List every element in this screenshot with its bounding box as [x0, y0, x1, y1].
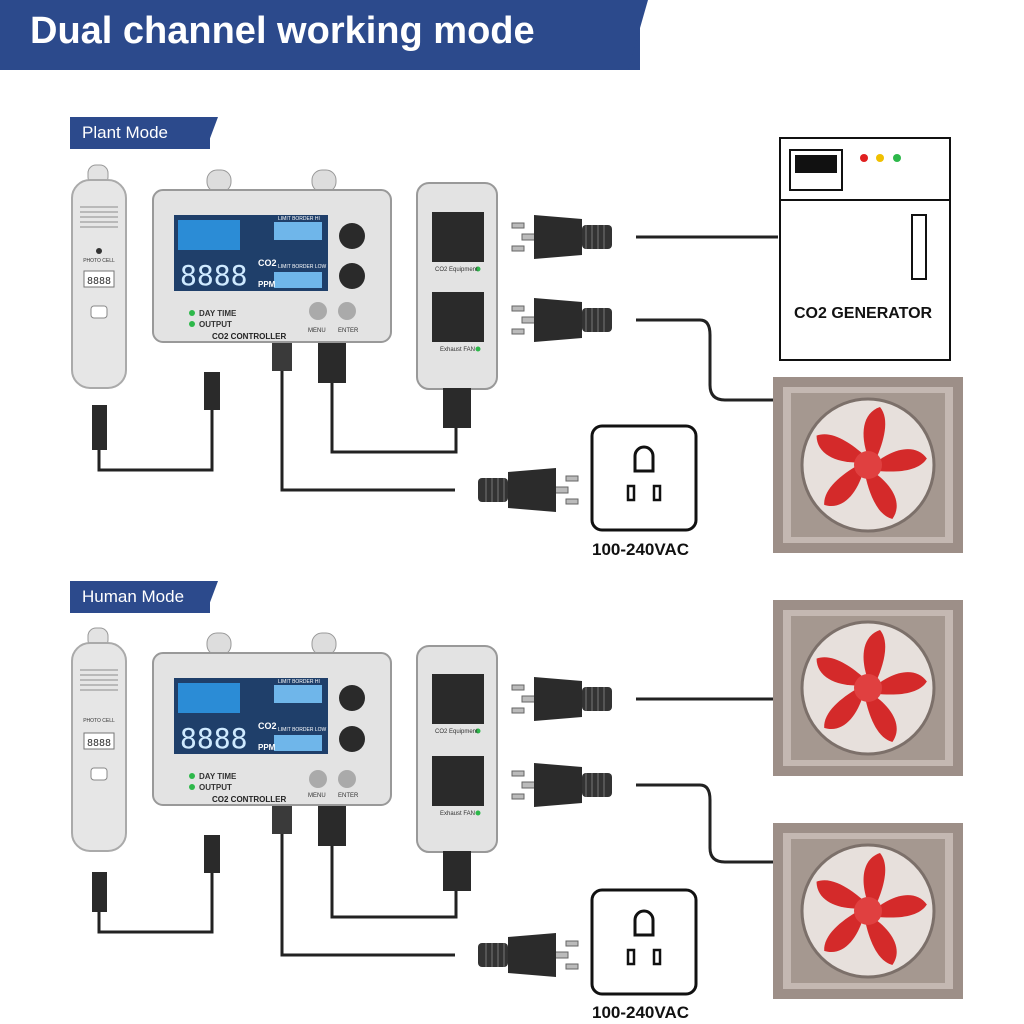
mode-tag-plant: Plant Mode — [70, 117, 210, 149]
day-time-label: DAY TIME — [199, 772, 237, 781]
day-time-label: DAY TIME — [199, 309, 237, 318]
outlet-bottom-label: Exhaust FAN — [440, 347, 475, 353]
enter-label: ENTER — [338, 328, 359, 334]
co2-sensor — [71, 627, 127, 852]
outlet-top-label: CO2 Equipment — [435, 267, 478, 273]
output-label: OUTPUT — [199, 783, 232, 792]
outlet-top-label: CO2 Equipment — [435, 729, 478, 735]
output-label: OUTPUT — [199, 320, 232, 329]
enter-label: ENTER — [338, 793, 359, 799]
controller-brand: CO2 CONTROLLER — [212, 795, 286, 804]
wall-outlet-label: 100-240VAC — [592, 540, 689, 559]
outlet-box — [416, 645, 498, 891]
sensor-label: PHOTO CELL — [83, 258, 115, 264]
unit-co2: CO2 — [258, 258, 277, 268]
tag-edge — [198, 581, 218, 613]
banner-edge — [600, 0, 648, 70]
co2-sensor — [71, 164, 127, 389]
limit-low-label: LIMIT BORDER LOW — [278, 727, 327, 733]
controller-display: 8888 — [180, 722, 247, 755]
sensor-display: 8888 — [87, 738, 111, 749]
menu-label: MENU — [308, 793, 326, 799]
unit-ppm: PPM — [258, 280, 276, 289]
mode-tag-human: Human Mode — [70, 581, 210, 613]
menu-label: MENU — [308, 328, 326, 334]
sensor-label: PHOTO CELL — [83, 718, 115, 724]
title-banner — [0, 0, 640, 70]
generator-label: CO2 GENERATOR — [794, 305, 933, 322]
limit-hi-label: LIMIT BORDER HI — [278, 216, 320, 222]
sensor-display: 8888 — [87, 276, 111, 287]
unit-ppm: PPM — [258, 743, 276, 752]
unit-co2: CO2 — [258, 721, 277, 731]
co2-controller — [152, 632, 392, 846]
outlet-box — [416, 182, 498, 428]
controller-display: 8888 — [180, 259, 247, 292]
limit-low-label: LIMIT BORDER LOW — [278, 264, 327, 270]
controller-brand: CO2 CONTROLLER — [212, 332, 286, 341]
co2-generator — [779, 137, 951, 361]
page-title: Dual channel working mode — [30, 10, 535, 52]
outlet-bottom-label: Exhaust FAN — [440, 811, 475, 817]
limit-hi-label: LIMIT BORDER HI — [278, 679, 320, 685]
tag-edge — [198, 117, 218, 149]
co2-controller — [152, 169, 392, 383]
wall-outlet-label: 100-240VAC — [592, 1003, 689, 1022]
